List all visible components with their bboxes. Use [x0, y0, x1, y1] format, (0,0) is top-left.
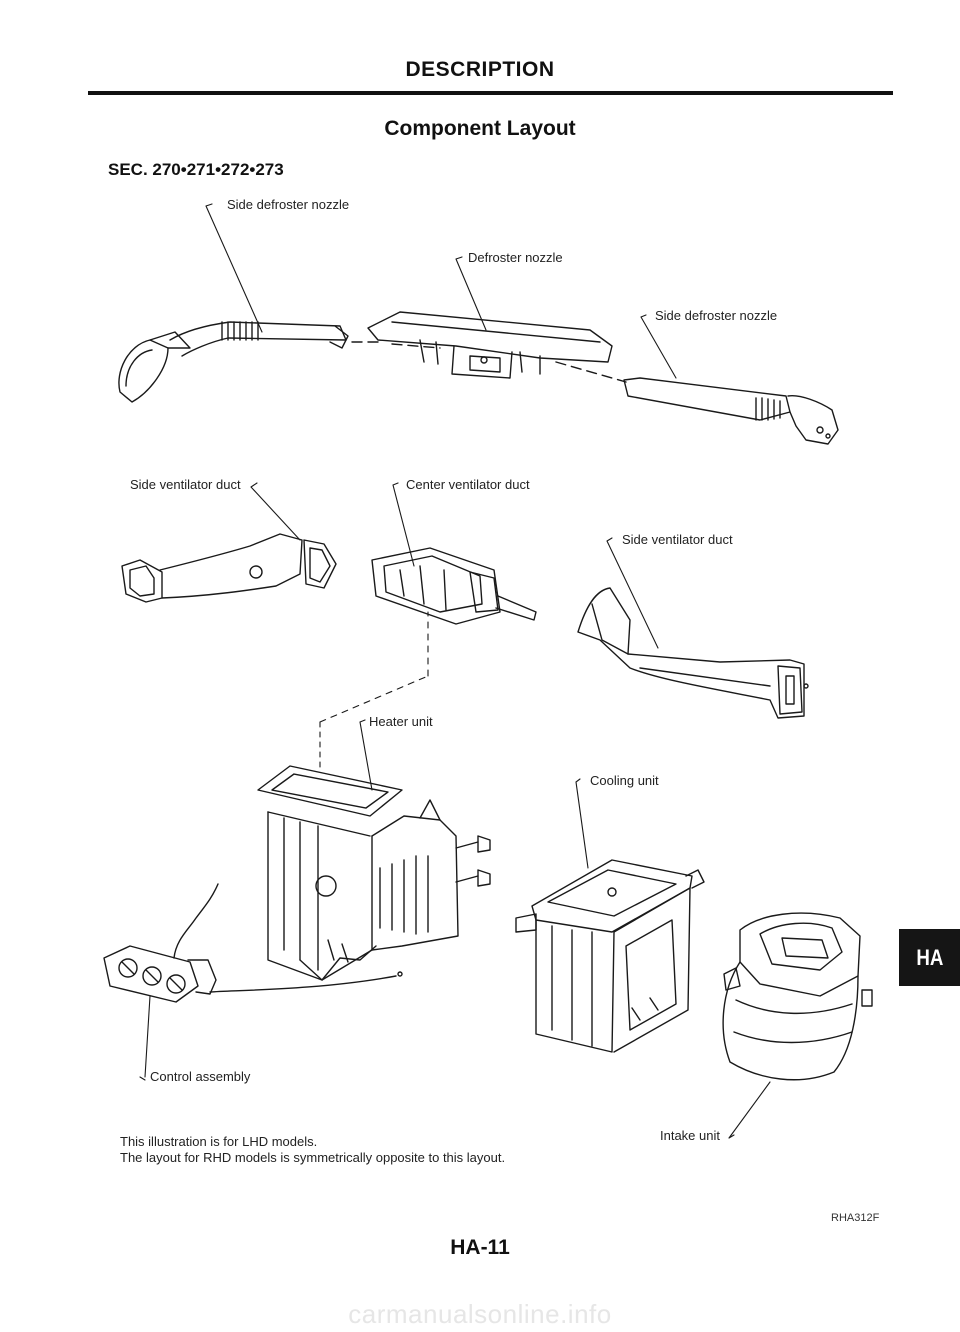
label-center-ventilator-duct: Center ventilator duct — [406, 477, 530, 492]
heater-unit — [258, 766, 490, 980]
label-side-ventilator-duct-left: Side ventilator duct — [130, 477, 241, 492]
label-heater-unit: Heater unit — [369, 714, 433, 729]
defroster-nozzle-assembly — [352, 312, 626, 382]
label-side-defroster-nozzle-left: Side defroster nozzle — [227, 197, 350, 212]
section-tab[interactable]: HA — [899, 929, 960, 986]
header-rule — [88, 91, 893, 95]
section-tab-label: HA — [915, 944, 944, 970]
center-ventilator-duct — [372, 548, 536, 624]
section-reference: SEC. 270•271•272•273 — [108, 160, 284, 179]
label-side-defroster-nozzle-right: Side defroster nozzle — [655, 308, 778, 323]
page-number: HA-11 — [450, 1236, 510, 1259]
left-side-defroster-nozzle — [119, 322, 348, 402]
cooling-unit — [516, 860, 704, 1052]
label-control-assembly: Control assembly — [150, 1069, 251, 1084]
header-title: DESCRIPTION — [405, 58, 555, 81]
label-side-ventilator-duct-right: Side ventilator duct — [622, 532, 733, 547]
label-intake-unit: Intake unit — [660, 1128, 720, 1143]
right-side-ventilator-duct — [578, 588, 808, 718]
watermark: carmanualsonline.info — [348, 1299, 612, 1329]
illustration-note: This illustration is for LHD models. The… — [120, 1134, 505, 1166]
leader-lines — [140, 204, 770, 1138]
right-side-defroster-nozzle — [624, 378, 838, 444]
label-cooling-unit: Cooling unit — [590, 773, 659, 788]
label-defroster-nozzle: Defroster nozzle — [468, 250, 563, 265]
intake-unit — [723, 913, 872, 1080]
left-side-ventilator-duct — [122, 534, 336, 602]
section-title: Component Layout — [384, 117, 576, 140]
control-assembly — [104, 884, 402, 1002]
note-line-1: This illustration is for LHD models. — [120, 1134, 318, 1149]
figure-id: RHA312F — [831, 1212, 880, 1224]
note-line-2: The layout for RHD models is symmetrical… — [120, 1150, 506, 1165]
